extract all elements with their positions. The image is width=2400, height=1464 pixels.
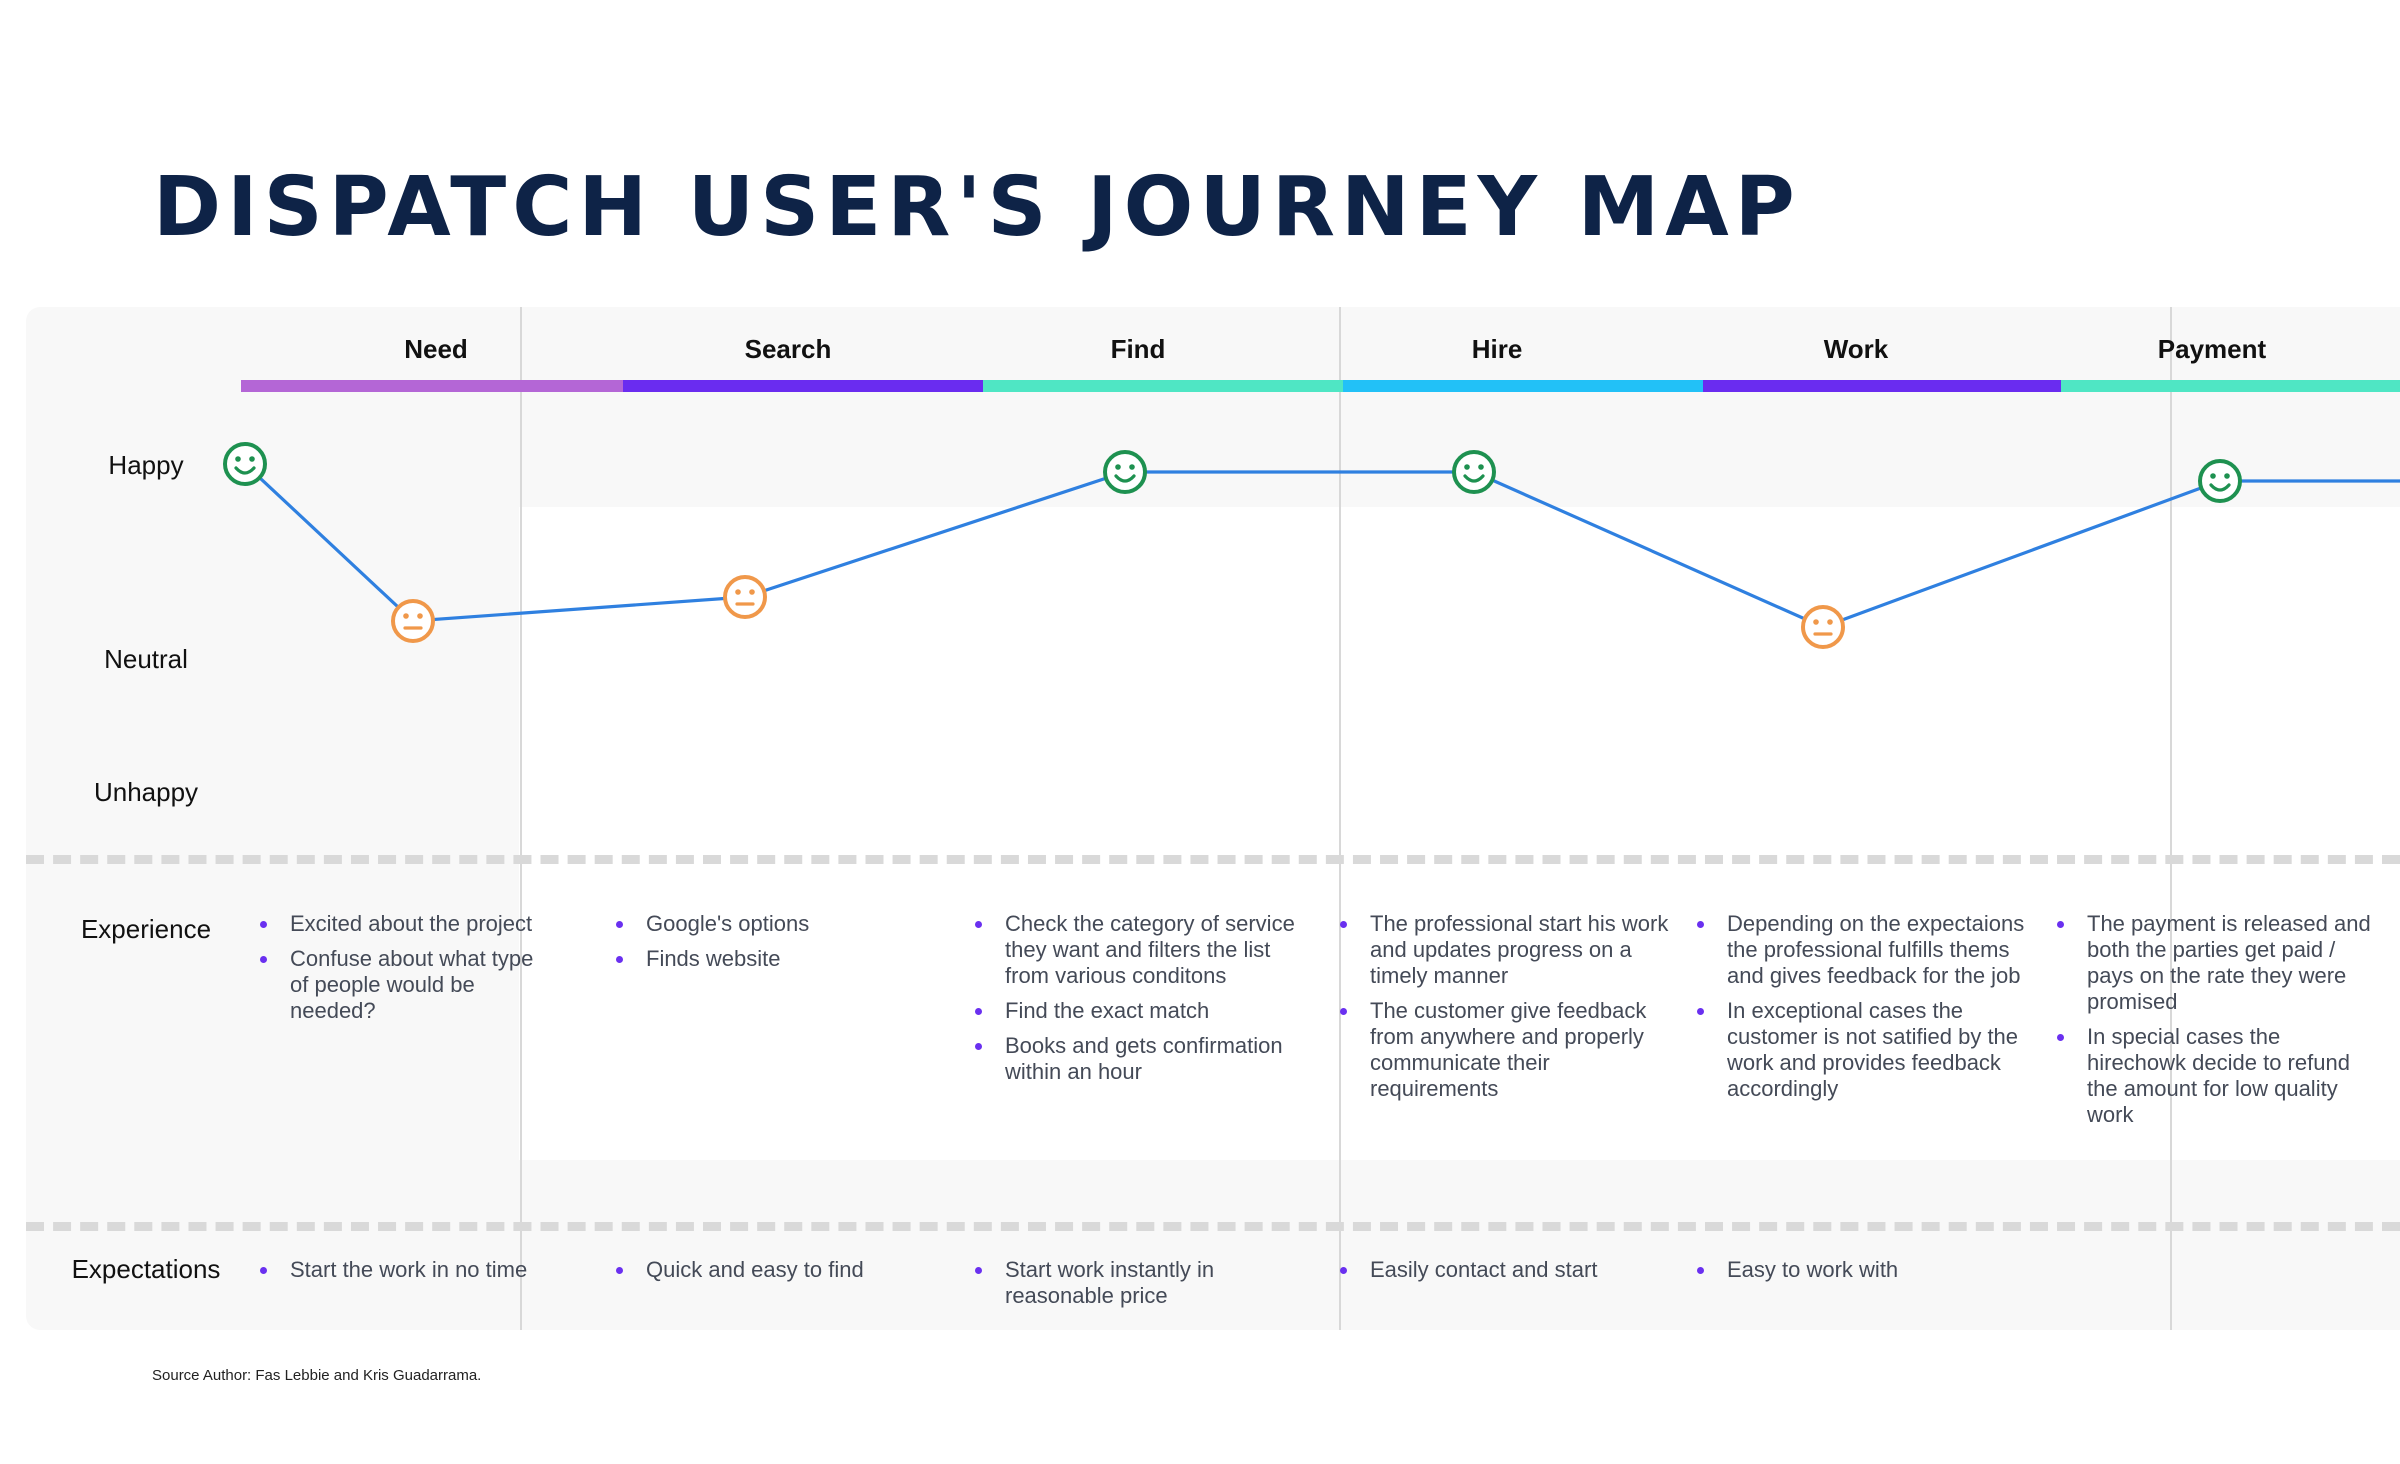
divider-line	[520, 307, 522, 1330]
row-label-experience: Experience	[80, 914, 212, 944]
phase-bar-search	[623, 380, 983, 392]
phase-label-search: Search	[744, 334, 832, 364]
phase-bar-payment	[2061, 380, 2400, 392]
expectations-item: Easily contact and start	[1340, 1257, 1670, 1283]
experience-item: Find the exact match	[975, 998, 1305, 1024]
expectations-item: Easy to work with	[1697, 1257, 2027, 1283]
phase-label-find: Find	[1110, 334, 1166, 364]
phase-label-hire: Hire	[1471, 334, 1523, 364]
expectations-item: Quick and easy to find	[616, 1257, 946, 1283]
experience-item: In exceptional cases the customer is not…	[1697, 998, 2027, 1102]
expectations-item: Start the work in no time	[260, 1257, 590, 1283]
experience-item: Books and gets confirmation within an ho…	[975, 1033, 1305, 1085]
phase-bar-find	[983, 380, 1343, 392]
row-label-expectations: Expectations	[71, 1254, 221, 1284]
section-separator	[26, 1222, 2400, 1231]
page-title: DISPATCH USER'S JOURNEY MAP	[153, 160, 1801, 255]
row-label-happy: Happy	[108, 450, 184, 480]
experience-item: Depending on the expectaions the profess…	[1697, 911, 2027, 989]
row-label-unhappy: Unhappy	[93, 777, 199, 807]
expectations-need: Start the work in no time	[260, 1257, 590, 1292]
neutral-face-icon	[391, 599, 435, 643]
phase-bar-hire	[1343, 380, 1703, 392]
phase-label-payment: Payment	[2157, 334, 2267, 364]
experience-item: The payment is released and both the par…	[2057, 911, 2377, 1015]
section-separator	[26, 855, 2400, 864]
experience-item: The professional start his work and upda…	[1340, 911, 1670, 989]
experience-payment: The payment is released and both the par…	[2057, 911, 2377, 1137]
experience-item: Excited about the project	[260, 911, 550, 937]
neutral-face-icon	[723, 575, 767, 619]
experience-item: Confuse about what type of people would …	[260, 946, 550, 1024]
journey-line	[243, 462, 2400, 629]
experience-item: In special cases the hirechowk decide to…	[2057, 1024, 2377, 1128]
experience-hire: The professional start his work and upda…	[1340, 911, 1670, 1111]
experience-item: Google's options	[616, 911, 946, 937]
phase-label-work: Work	[1823, 334, 1889, 364]
happy-face-icon	[2198, 459, 2242, 503]
expectations-item: Start work instantly in reasonable price	[975, 1257, 1305, 1309]
expectations-work: Easy to work with	[1697, 1257, 2027, 1292]
phase-bar-need	[241, 380, 623, 392]
experience-item: Check the category of service they want …	[975, 911, 1305, 989]
happy-face-icon	[223, 442, 267, 486]
experience-item: Finds website	[616, 946, 946, 972]
journey-line-chart	[223, 442, 2400, 649]
experience-find: Check the category of service they want …	[975, 911, 1305, 1094]
divider-line	[1339, 307, 1341, 1330]
happy-face-icon	[1103, 450, 1147, 494]
phase-label-need: Need	[404, 334, 468, 364]
chart-background	[519, 507, 2400, 1160]
expectations-hire: Easily contact and start	[1340, 1257, 1670, 1292]
experience-item: The customer give feedback from anywhere…	[1340, 998, 1670, 1102]
happy-face-icon	[1452, 450, 1496, 494]
neutral-face-icon	[1801, 605, 1845, 649]
source-credit: Source Author: Fas Lebbie and Kris Guada…	[152, 1367, 482, 1384]
divider-line	[2170, 307, 2172, 1330]
journey-board: Need Search Find Hire Work Payment Happy…	[26, 307, 2400, 1330]
phase-bar-work	[1703, 380, 2061, 392]
expectations-search: Quick and easy to find	[616, 1257, 946, 1292]
row-label-neutral: Neutral	[104, 644, 188, 674]
experience-work: Depending on the expectaions the profess…	[1697, 911, 2027, 1111]
expectations-find: Start work instantly in reasonable price	[975, 1257, 1305, 1318]
